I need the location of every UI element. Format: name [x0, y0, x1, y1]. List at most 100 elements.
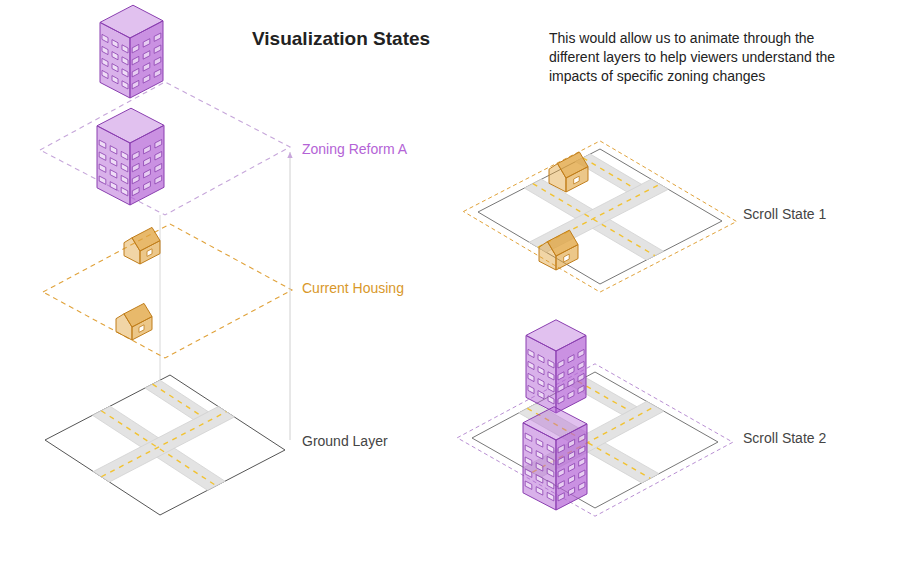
window: [121, 187, 128, 196]
window: [568, 391, 574, 399]
window: [132, 68, 139, 77]
house-window: [147, 249, 152, 257]
window: [112, 40, 118, 48]
window: [568, 487, 574, 495]
window: [154, 45, 161, 53]
window: [525, 469, 532, 477]
layer-outline: [463, 141, 736, 292]
house-window: [574, 176, 580, 184]
house: [124, 227, 160, 264]
window: [548, 384, 554, 392]
window: [558, 457, 564, 465]
window: [110, 146, 117, 154]
window: [558, 360, 564, 368]
window: [99, 140, 106, 148]
window: [578, 349, 584, 357]
window: [536, 487, 543, 495]
window: [102, 34, 108, 42]
state-label: Scroll State 2: [741, 430, 828, 446]
house-roof: [558, 152, 589, 178]
window: [578, 361, 584, 369]
road-centerline: [101, 412, 226, 477]
window: [578, 385, 584, 393]
road-centerline: [101, 411, 216, 486]
window: [579, 470, 585, 478]
window: [568, 367, 574, 375]
window: [155, 164, 162, 173]
window: [525, 445, 532, 453]
window: [538, 379, 544, 387]
window: [132, 175, 139, 184]
window: [99, 164, 106, 172]
window: [112, 76, 118, 84]
apartment-tower: [97, 108, 164, 205]
window: [528, 385, 534, 393]
apartment-tower: [523, 407, 587, 510]
window: [558, 372, 564, 380]
house: [116, 303, 152, 340]
window: [558, 481, 564, 489]
house: [549, 152, 588, 192]
window: [112, 64, 118, 72]
window: [536, 463, 543, 471]
window: [558, 493, 564, 501]
window: [144, 181, 151, 190]
state-label: Scroll State 1: [741, 206, 828, 222]
window: [155, 152, 162, 161]
window: [102, 70, 108, 78]
window: [568, 475, 574, 483]
window: [547, 444, 554, 453]
window: [121, 163, 128, 172]
window: [558, 445, 564, 453]
window: [558, 384, 564, 392]
house-roof: [132, 227, 160, 251]
layer-label: Zoning Reform A: [300, 141, 409, 157]
window: [547, 456, 554, 465]
window: [528, 373, 534, 381]
window: [548, 396, 554, 404]
window: [102, 58, 108, 66]
window: [144, 157, 151, 166]
window: [99, 152, 106, 160]
window: [547, 468, 554, 477]
window: [154, 33, 161, 41]
window: [122, 69, 128, 77]
ground-plate: [45, 375, 285, 515]
layer-outline: [40, 82, 290, 215]
house-window: [139, 325, 144, 333]
house: [539, 230, 578, 270]
window: [579, 458, 585, 466]
window: [548, 360, 554, 368]
window: [579, 482, 585, 490]
window: [538, 367, 544, 375]
ground-plate: [472, 372, 718, 508]
window: [536, 475, 543, 483]
layer-stack: [40, 5, 292, 515]
house-roof: [124, 303, 152, 327]
layer-arrow: [290, 152, 291, 440]
window: [121, 175, 128, 184]
layer-label: Current Housing: [300, 280, 406, 296]
house-roof: [548, 230, 579, 256]
window: [99, 176, 106, 184]
window: [547, 480, 554, 489]
scroll-state-1: [463, 141, 736, 292]
window: [568, 451, 574, 459]
window: [122, 45, 128, 53]
window: [536, 439, 543, 447]
window: [538, 355, 544, 363]
window: [154, 69, 161, 77]
window: [143, 39, 150, 47]
window: [568, 463, 574, 471]
tower-roof: [97, 108, 164, 143]
window: [538, 391, 544, 399]
road-centerline: [153, 384, 201, 416]
window: [132, 80, 139, 89]
road: [93, 407, 234, 483]
window: [154, 57, 161, 65]
window: [525, 457, 532, 465]
layer-outline: [457, 364, 733, 516]
window: [548, 372, 554, 380]
window: [143, 51, 150, 59]
